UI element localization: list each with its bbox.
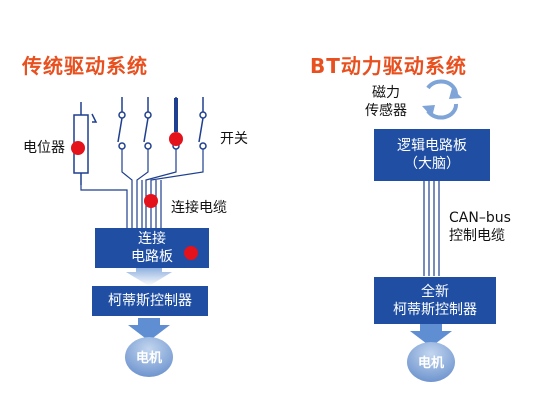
logic-board-line2: （大脑） <box>404 156 460 172</box>
connection-board-line2: 电路板 <box>131 249 173 265</box>
potentiometer-label: 电位器 <box>23 140 65 156</box>
cable-label: 连接电缆 <box>171 200 227 216</box>
right-controller-box: 全新 柯蒂斯控制器 <box>374 277 496 324</box>
switch-label: 开关 <box>220 131 248 147</box>
can-bus-label: CAN–bus 控制电缆 <box>449 209 511 245</box>
switch-contacts <box>117 97 207 150</box>
right-motor-label: 电机 <box>417 356 444 371</box>
left-arrow-1 <box>126 268 172 286</box>
right-motor-shape <box>407 342 455 382</box>
potentiometer-dot <box>71 141 85 155</box>
left-motor-shape <box>125 337 173 377</box>
left-controller-label: 柯蒂斯控制器 <box>108 293 192 309</box>
left-arrow-2 <box>128 318 170 341</box>
logic-board-line1: 逻辑电路板 <box>397 138 467 154</box>
right-title: BT动力驱动系统 <box>310 54 467 78</box>
right-arrow <box>410 324 452 347</box>
right-controller-line1: 全新 <box>421 283 449 300</box>
right-controller-line2: 柯蒂斯控制器 <box>393 301 477 318</box>
sensor-label-line1: 磁力 <box>372 85 400 101</box>
connection-board-line1: 连接 <box>138 231 166 247</box>
can-bus-cable <box>423 180 440 276</box>
cable-dot <box>144 194 158 208</box>
left-title: 传统驱动系统 <box>22 54 148 78</box>
left-controller-box: 柯蒂斯控制器 <box>92 286 208 316</box>
sensor-label-line2: 传感器 <box>365 103 407 119</box>
switch-dot <box>169 132 183 146</box>
board-dot <box>184 246 198 260</box>
left-motor-label: 电机 <box>135 351 162 366</box>
can-bus-line1: CAN–bus <box>449 210 511 226</box>
can-bus-line2: 控制电缆 <box>449 228 505 244</box>
magnetic-sensor-label: 磁力 传感器 <box>365 84 407 120</box>
logic-board-box: 逻辑电路板 （大脑） <box>374 129 490 181</box>
